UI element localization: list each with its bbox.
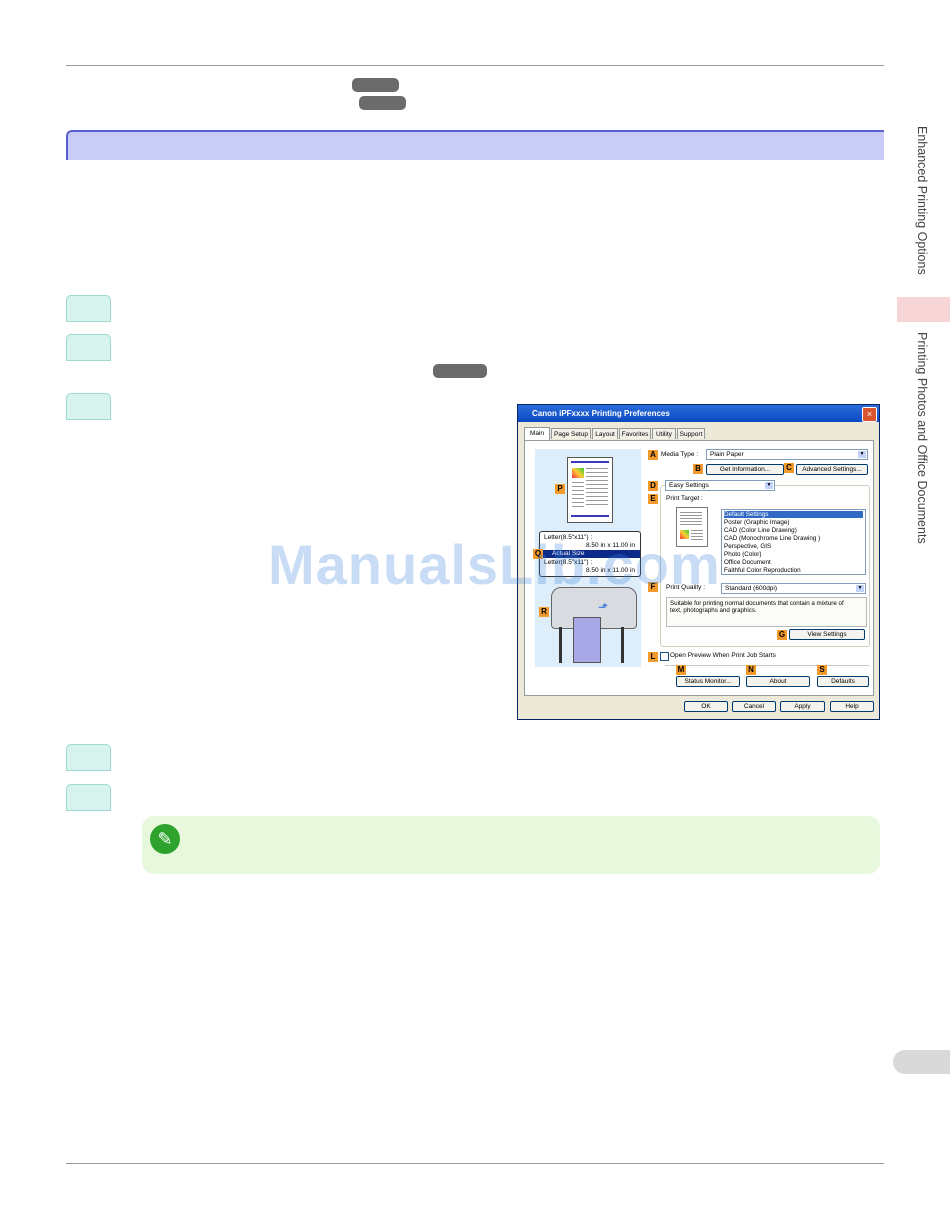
watermark: ManualsLib.com	[268, 533, 721, 596]
chevron-down-icon: ▼	[856, 585, 864, 592]
advanced-settings-button[interactable]: Advanced Settings...	[796, 464, 868, 475]
chevron-down-icon: ▼	[765, 482, 773, 489]
tab-support[interactable]: Support	[677, 428, 705, 439]
media-type-label: Media Type :	[661, 451, 699, 458]
paper-line-1: Letter(8.5"x11") :	[544, 534, 593, 541]
chevron-down-icon: ▼	[858, 451, 866, 458]
cancel-button[interactable]: Cancel	[732, 701, 776, 712]
list-item[interactable]: Perspective, GIS	[724, 543, 772, 550]
reference-pill[interactable]	[352, 78, 399, 92]
badge-l: L	[648, 652, 658, 662]
mode-select[interactable]: Easy Settings ▼	[665, 480, 775, 491]
reference-pill[interactable]	[433, 364, 487, 378]
print-target-label: Print Target :	[666, 495, 703, 502]
badge-s: S	[817, 665, 827, 675]
main-tab-panel: P Letter(8.5"x11") : 8.50 in x 11.00 in …	[524, 440, 874, 696]
step-number-2	[66, 334, 111, 361]
badge-r: R	[539, 607, 549, 617]
header-rule	[66, 65, 884, 66]
list-item[interactable]: Default Settings	[724, 511, 863, 518]
mode-value: Easy Settings	[669, 482, 709, 489]
note-box	[142, 816, 880, 874]
description-text: Suitable for printing normal documents t…	[670, 600, 844, 614]
list-item[interactable]: CAD (Monochrome Line Drawing )	[724, 535, 821, 542]
step-number-5	[66, 784, 111, 811]
tab-utility[interactable]: Utility	[652, 428, 676, 439]
apply-button[interactable]: Apply	[780, 701, 825, 712]
page-number-pill	[893, 1050, 950, 1074]
badge-q: Q	[533, 549, 543, 559]
list-item[interactable]: CAD (Color Line Drawing)	[724, 527, 797, 534]
output-sheet	[573, 617, 601, 663]
badge-b: B	[693, 464, 703, 474]
list-item[interactable]: Office Document	[724, 559, 771, 566]
tab-main[interactable]: Main	[524, 427, 550, 440]
paper-line-2: Letter(8.5"x11") :	[544, 559, 593, 566]
badge-p: P	[555, 484, 565, 494]
reference-pill[interactable]	[359, 96, 406, 110]
tab-favorites[interactable]: Favorites	[619, 428, 651, 439]
step-number-1	[66, 295, 111, 322]
get-information-button[interactable]: Get Information...	[706, 464, 784, 475]
paper-size-info: Letter(8.5"x11") : 8.50 in x 11.00 in Ac…	[539, 531, 641, 577]
printing-preferences-dialog: Canon iPFxxxx Printing Preferences × Mai…	[517, 404, 880, 720]
media-type-select[interactable]: Plain Paper ▼	[706, 449, 868, 460]
badge-d: D	[648, 481, 658, 491]
description-box: Suitable for printing normal documents t…	[666, 597, 867, 627]
page-preview	[567, 457, 613, 523]
open-preview-checkbox[interactable]	[660, 652, 669, 661]
pencil-note-icon: ✎	[150, 824, 180, 854]
step-number-4	[66, 744, 111, 771]
about-button[interactable]: About	[746, 676, 810, 687]
section-title-bar	[66, 130, 884, 160]
badge-g: G	[777, 630, 787, 640]
badge-c: C	[784, 463, 794, 473]
list-item[interactable]: Poster (Graphic Image)	[724, 519, 790, 526]
defaults-button[interactable]: Defaults	[817, 676, 869, 687]
preview-area: P Letter(8.5"x11") : 8.50 in x 11.00 in …	[533, 449, 641, 667]
close-icon[interactable]: ×	[862, 407, 877, 422]
paper-size-1: 8.50 in x 11.00 in	[586, 542, 636, 549]
step-number-3	[66, 393, 111, 420]
list-item[interactable]: Photo (Color)	[724, 551, 762, 558]
tab-page-setup[interactable]: Page Setup	[551, 428, 591, 439]
badge-a: A	[648, 450, 658, 460]
print-quality-label: Print Quality :	[666, 584, 706, 591]
ok-button[interactable]: OK	[684, 701, 728, 712]
badge-f: F	[648, 582, 658, 592]
sidebar-tab-printing-photos[interactable]: Printing Photos and Office Documents	[915, 332, 929, 544]
print-target-thumbnail	[676, 507, 708, 547]
media-type-value: Plain Paper	[710, 451, 744, 458]
dialog-title: Canon iPFxxxx Printing Preferences	[518, 405, 879, 422]
sidebar-tab-highlight	[897, 297, 950, 322]
paper-size-2: 8.50 in x 11.00 in	[586, 567, 636, 574]
actual-size-label: Actual Size	[552, 550, 585, 557]
badge-m: M	[676, 665, 686, 675]
print-quality-value: Standard (600dpi)	[725, 585, 778, 592]
help-button[interactable]: Help	[830, 701, 874, 712]
tab-layout[interactable]: Layout	[592, 428, 618, 439]
view-settings-button[interactable]: View Settings	[789, 629, 865, 640]
print-target-list[interactable]: Default Settings Poster (Graphic Image) …	[721, 509, 866, 575]
status-monitor-button[interactable]: Status Monitor...	[676, 676, 740, 687]
print-quality-select[interactable]: Standard (600dpi) ▼	[721, 583, 866, 594]
sidebar-tab-enhanced-printing[interactable]: Enhanced Printing Options	[915, 126, 929, 275]
badge-n: N	[746, 665, 756, 675]
badge-e: E	[648, 494, 658, 504]
footer-rule	[66, 1163, 884, 1164]
list-item[interactable]: Faithful Color Reproduction	[724, 567, 801, 574]
open-preview-label: Open Preview When Print Job Starts	[670, 652, 776, 659]
